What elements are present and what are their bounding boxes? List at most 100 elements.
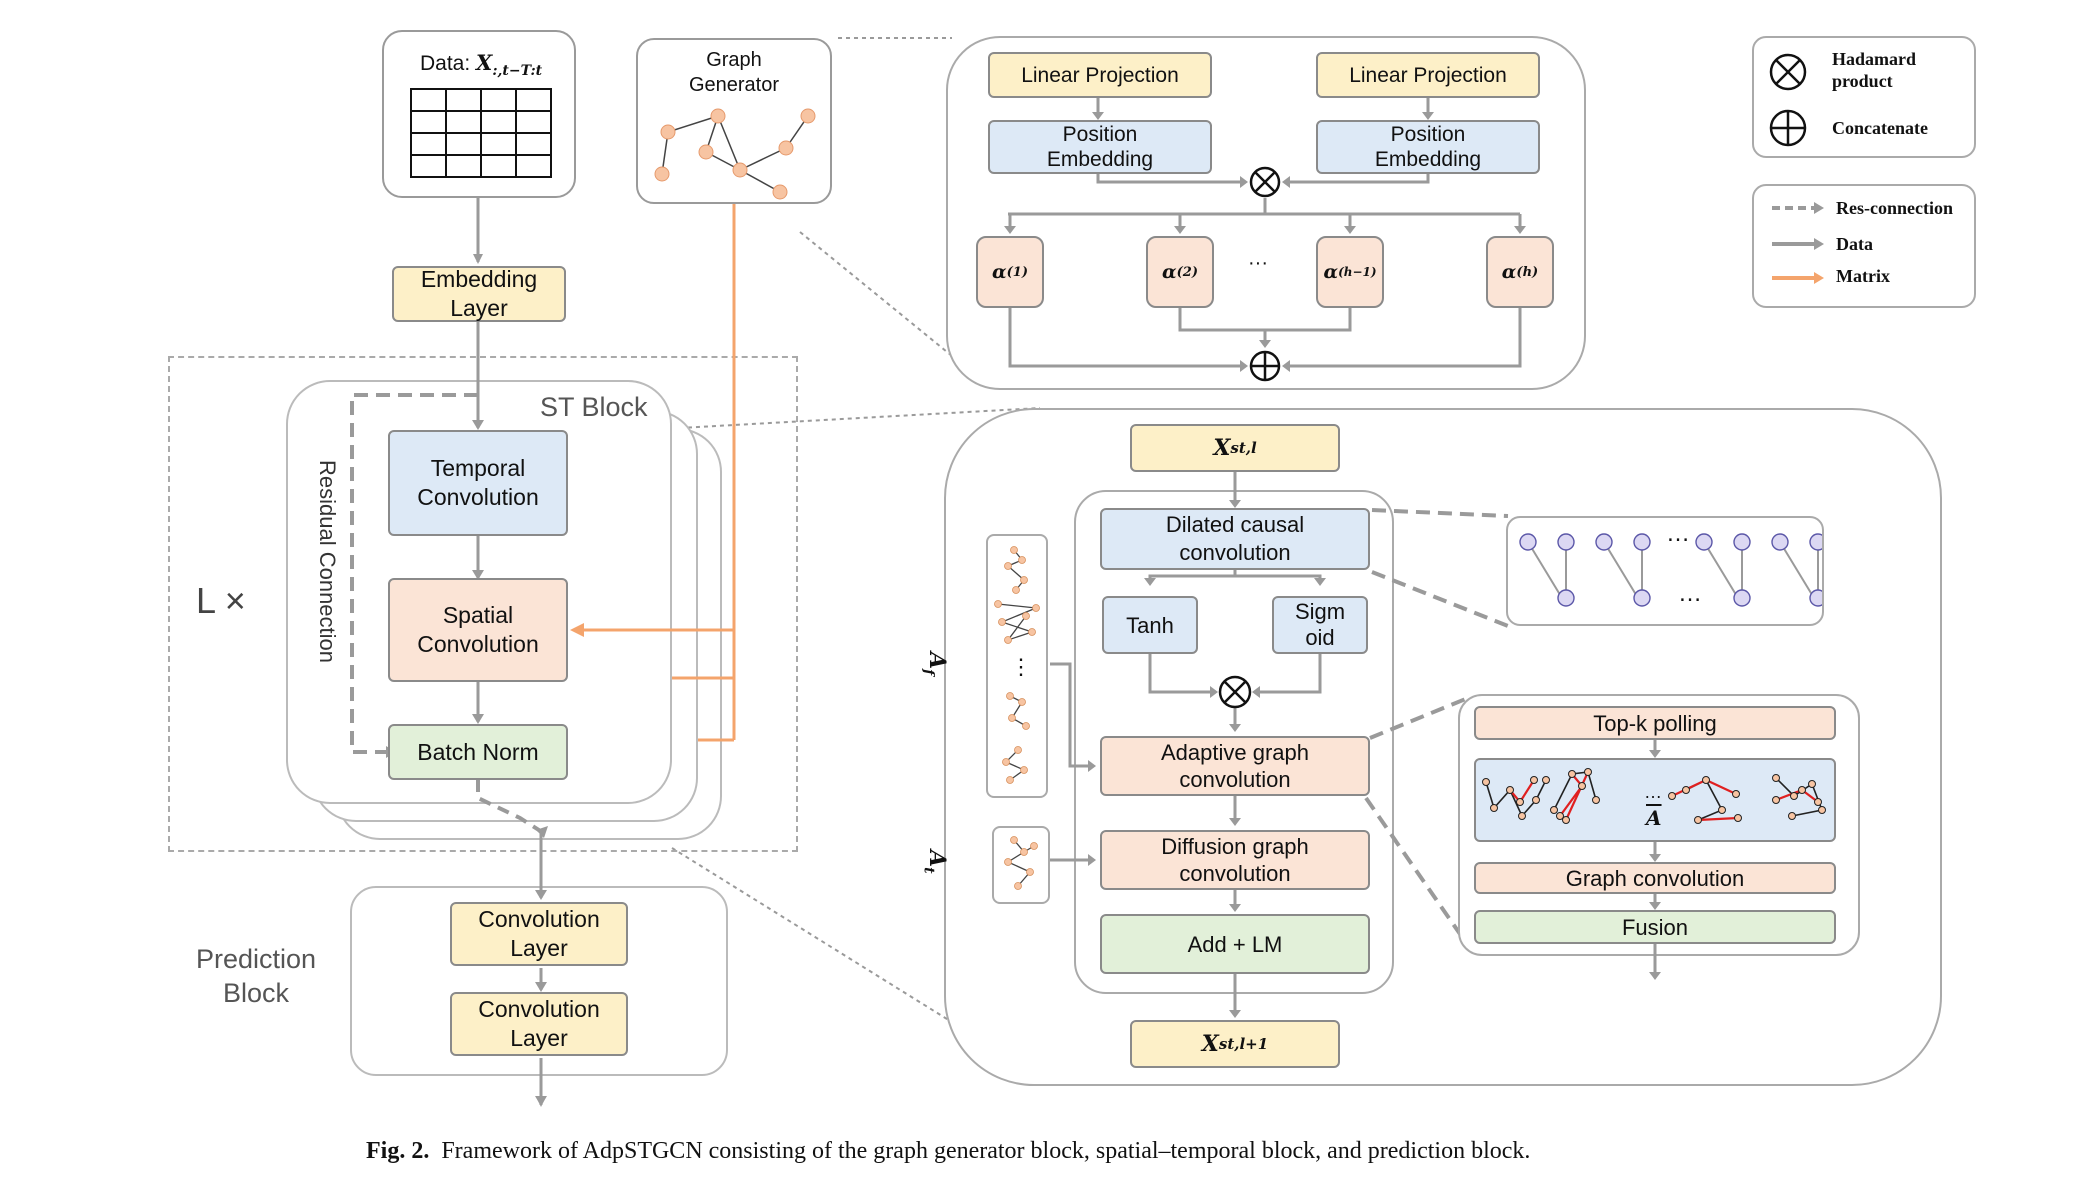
topk-graph-conv-label: Graph convolution: [1565, 865, 1745, 891]
head2-symbol: α: [1162, 260, 1177, 283]
data-symbol: X: [476, 50, 493, 75]
topk-graph-convolution: Graph convolution: [1474, 862, 1836, 894]
pos1-line1: Position: [1062, 123, 1138, 146]
concatenate-legend-icon: [1769, 109, 1807, 147]
topk-polling: Top-k polling: [1474, 706, 1836, 740]
adaptive-line1: Adaptive graph: [1161, 740, 1309, 765]
repeat-label: L ×: [196, 580, 246, 621]
res-connection-legend-line: [1772, 202, 1824, 214]
head1-symbol: α: [992, 260, 1007, 283]
input-sup: st,l: [1230, 438, 1257, 457]
head1-sup: (1): [1006, 264, 1028, 280]
dilated-causal-convolution: Dilated causal convolution: [1100, 508, 1370, 570]
conv2-line1: Convolution: [478, 996, 600, 1022]
hadamard-legend-icon: [1769, 53, 1807, 91]
attention-head-4: α(h): [1486, 236, 1554, 308]
head3-symbol: α: [1323, 260, 1339, 283]
at-symbol: A: [924, 850, 950, 868]
data-input-box: Data: X:,t−T:t: [382, 30, 576, 198]
projection-line-2: [799, 231, 953, 357]
graph-generator-box: Graph Generator: [636, 38, 832, 204]
line-legend: Res-connection Data Matrix: [1752, 184, 1976, 308]
position-embedding-1: Position Embedding: [988, 120, 1212, 174]
prediction-block-title: Prediction Block: [196, 942, 316, 1010]
at-sub: t: [920, 867, 937, 874]
af-graph-stack: ⋮: [986, 534, 1048, 798]
graph-generator-line2: Generator: [688, 74, 780, 96]
graph-generator-line1: Graph: [706, 49, 762, 71]
dilated-line2: convolution: [1179, 540, 1291, 565]
matrix-legend-line: [1772, 272, 1824, 284]
tcn-dilation-panel: … …: [1506, 516, 1824, 626]
sigmoid-line2: oid: [1305, 625, 1335, 650]
conv1-line2: Layer: [510, 935, 568, 961]
position-embedding-2: Position Embedding: [1316, 120, 1540, 174]
adaptive-line2: convolution: [1179, 767, 1291, 792]
topk-polling-label: Top-k polling: [1593, 710, 1717, 736]
linear-projection-1: Linear Projection: [988, 52, 1212, 98]
pos2-line1: Position: [1390, 123, 1466, 146]
tcn-dilation-icon: [1519, 533, 1822, 607]
tanh-label: Tanh: [1126, 612, 1174, 638]
attention-head-2: α(2): [1146, 236, 1214, 308]
hadamard-line2: product: [1832, 71, 1893, 91]
embedding-layer: Embedding Layer: [392, 266, 566, 322]
af-symbol: A: [924, 652, 950, 670]
adaptive-graph-convolution: Adaptive graph convolution: [1100, 736, 1370, 796]
sigmoid-gate: Sigm oid: [1272, 596, 1368, 654]
caption-label: Fig. 2.: [366, 1138, 430, 1164]
conv-layer-2: Convolution Layer: [450, 992, 628, 1056]
dilated-line1: Dilated causal: [1165, 512, 1305, 537]
topk-fusion: Fusion: [1474, 910, 1836, 944]
st-repeat-frame: [168, 356, 798, 852]
tanh-gate: Tanh: [1102, 596, 1198, 654]
at-label: At: [921, 850, 950, 874]
pos2-line2: Embedding: [1374, 148, 1482, 171]
diffusion-line2: convolution: [1179, 861, 1291, 886]
data-legend-label: Data: [1836, 234, 1873, 254]
head4-symbol: α: [1501, 260, 1517, 283]
at-graph-icon: [1004, 836, 1038, 890]
topk-fusion-label: Fusion: [1621, 914, 1689, 940]
attention-head-1: α(1): [976, 236, 1044, 308]
linear-projection-2: Linear Projection: [1316, 52, 1540, 98]
conv1-line1: Convolution: [478, 906, 600, 932]
temporal-line2: Convolution: [417, 484, 539, 510]
at-graph-box: [992, 826, 1050, 904]
hadamard-line1: Hadamard: [1832, 49, 1917, 69]
add-lm-label: Add + LM: [1187, 931, 1283, 957]
input-symbol: X: [1213, 434, 1231, 461]
spatial-line1: Spatial: [442, 602, 514, 628]
conv2-line2: Layer: [510, 1025, 568, 1051]
af-sub: f: [920, 669, 937, 676]
graph-generator-label: Graph Generator: [638, 48, 830, 98]
embedding-line1: Embedding: [420, 266, 538, 292]
diffusion-graph-convolution: Diffusion graph convolution: [1100, 830, 1370, 890]
head4-sup: (h): [1516, 264, 1539, 280]
random-graph-icon: [654, 108, 816, 200]
res-connection-legend-label: Res-connection: [1836, 198, 1953, 218]
matrix-legend-label: Matrix: [1836, 266, 1890, 286]
head3-sup: (h−1): [1338, 264, 1377, 279]
batch-norm-label: Batch Norm: [417, 738, 539, 765]
spatial-line2: Convolution: [417, 631, 539, 657]
af-ellipsis: ⋮: [1010, 654, 1032, 679]
topk-graphs-icon: [1482, 768, 1826, 824]
topk-graph-strip: … A: [1474, 758, 1836, 842]
output-sup: st,l+1: [1218, 1034, 1269, 1053]
residual-label: Residual Connection: [315, 460, 340, 664]
heads-ellipsis: ···: [1248, 252, 1268, 274]
head2-sup: (2): [1176, 264, 1198, 280]
diffusion-line1: Diffusion graph: [1161, 834, 1309, 859]
concatenate-legend-label: Concatenate: [1832, 118, 1928, 138]
conv-layer-1: Convolution Layer: [450, 902, 628, 966]
prediction-title-line1: Prediction: [196, 944, 317, 974]
tcn-ellipsis-bottom: …: [1678, 580, 1702, 607]
topk-ellipsis: …: [1644, 782, 1662, 802]
data-label: Data: X:,t−T:t: [420, 50, 542, 79]
add-lm: Add + LM: [1100, 914, 1370, 974]
embedding-line2: Layer: [450, 295, 508, 321]
